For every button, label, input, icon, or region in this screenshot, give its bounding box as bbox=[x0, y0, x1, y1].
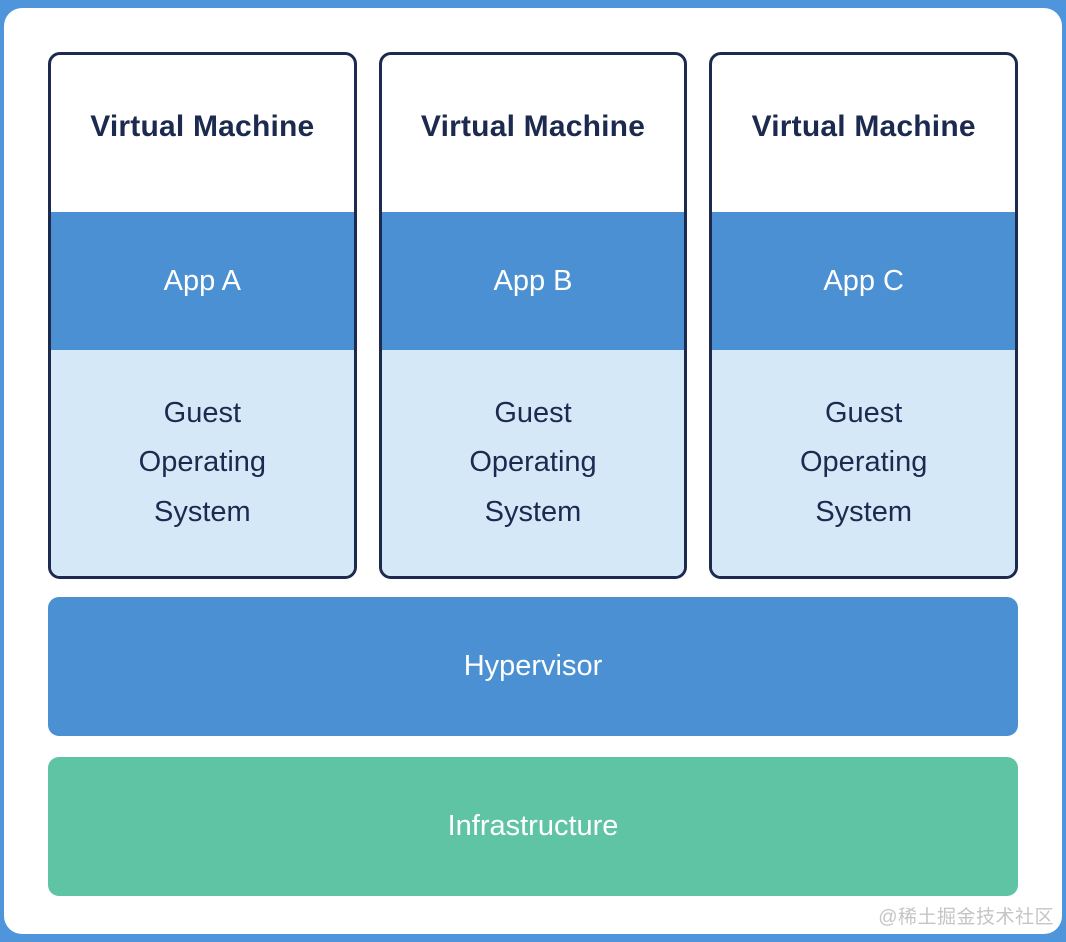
app-block: App C bbox=[712, 212, 1016, 350]
vm-card-a: Virtual Machine App A Guest Operating Sy… bbox=[48, 52, 357, 579]
watermark: @稀土掘金技术社区 bbox=[878, 907, 1054, 928]
guest-os-block: Guest Operating System bbox=[51, 350, 354, 576]
vm-title: Virtual Machine bbox=[420, 109, 646, 143]
app-block: App A bbox=[51, 212, 354, 350]
vm-title: Virtual Machine bbox=[751, 109, 976, 143]
infrastructure-bar: Infrastructure bbox=[48, 757, 1018, 896]
vm-card-c: Virtual Machine App C Guest Operating Sy… bbox=[709, 52, 1019, 579]
hypervisor-bar: Hypervisor bbox=[48, 597, 1018, 736]
app-block: App B bbox=[381, 212, 685, 350]
guest-os-block: Guest Operating System bbox=[381, 350, 685, 576]
vm-row: Virtual Machine App A Guest Operating Sy… bbox=[48, 52, 1019, 579]
guest-os-block: Guest Operating System bbox=[712, 350, 1016, 576]
vm-title: Virtual Machine bbox=[90, 109, 315, 143]
vm-card-b: Virtual Machine App B Guest Operating Sy… bbox=[378, 52, 688, 579]
diagram-card: Virtual Machine App A Guest Operating Sy… bbox=[4, 8, 1062, 934]
